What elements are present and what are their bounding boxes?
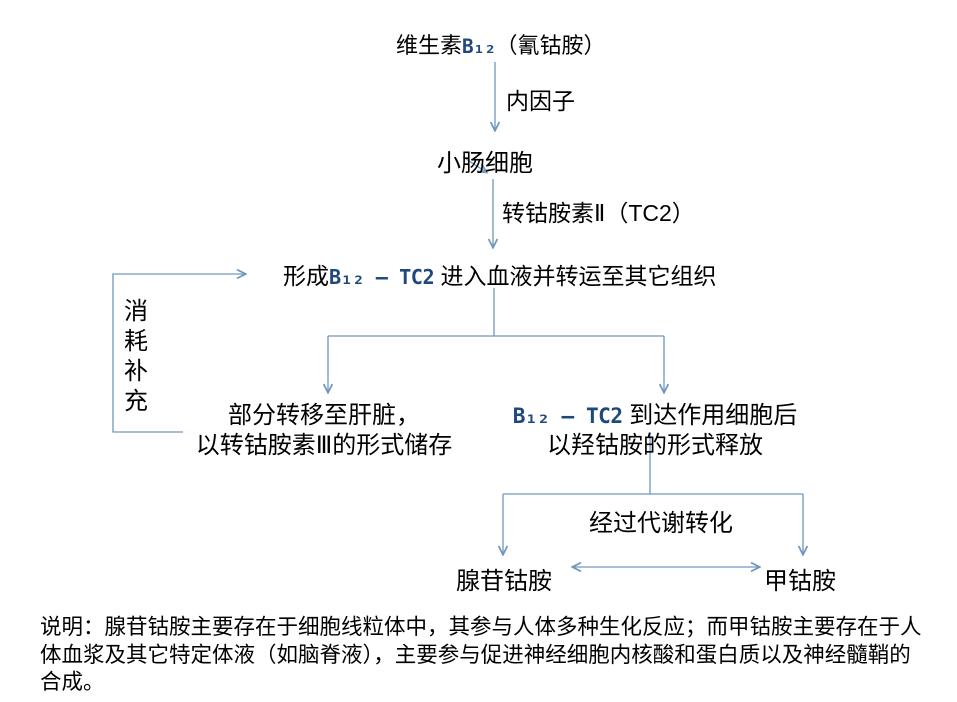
liver-line2: 以转钴胺素Ⅲ的形式储存 xyxy=(195,432,453,459)
note-line-1: 说明：腺苷钴胺主要存在于细胞线粒体中，其参与人体多种生化反应；而甲钴胺主要存在于… xyxy=(40,615,922,639)
edge-label-metabolic-conversion: 经过代谢转化 xyxy=(589,510,733,537)
b12-token: B₁₂ xyxy=(462,35,496,58)
b12-tc2-token: B₁₂ – TC2 xyxy=(329,265,435,289)
node-methylcobalamin: 甲钴胺 xyxy=(764,568,836,595)
title-suffix: （氰钴胺） xyxy=(495,33,606,58)
title-text: 维生素 xyxy=(396,33,463,58)
b12-tc2-token-2: B₁₂ – TC2 xyxy=(512,403,623,428)
liver-line1: 部分转移至肝脏， xyxy=(228,402,420,429)
node-blood-transport: 形成B₁₂ – TC2 进入血液并转运至其它组织 xyxy=(283,257,717,291)
arrow-feedback-loop xyxy=(112,274,245,433)
note-line-3: 合成。 xyxy=(40,670,105,694)
edge-label-consume-replenish: 消耗补充 xyxy=(124,298,150,415)
note-line-2: 体血浆及其它特定体液（如脑脊液），主要参与促进神经细胞内核酸和蛋白质以及神经髓鞘… xyxy=(40,642,911,667)
explanation-note: 说明：腺苷钴胺主要存在于细胞线粒体中，其参与人体多种生化反应；而甲钴胺主要存在于… xyxy=(40,614,922,697)
edge-label-transcobalamin-2: 转钴胺素Ⅱ（TC2） xyxy=(502,200,695,226)
blood-suffix: 进入血液并转运至其它组织 xyxy=(434,263,717,289)
target-cell-line1-text: 到达作用细胞后 xyxy=(622,402,798,429)
target-cell-line2: 以羟钴胺的形式释放 xyxy=(547,432,763,459)
node-intestine-cell: 小肠细胞 xyxy=(437,150,533,177)
edge-label-intrinsic-factor: 内因子 xyxy=(506,88,575,114)
node-vitamin-b12-title: 维生素B₁₂（氰钴胺） xyxy=(396,28,606,60)
node-target-cell: B₁₂ – TC2 到达作用细胞后 以羟钴胺的形式释放 xyxy=(505,401,805,461)
target-cell-line1: B₁₂ – TC2 到达作用细胞后 xyxy=(505,401,805,431)
arrow-intestine-stub xyxy=(462,156,486,172)
blood-prefix: 形成 xyxy=(283,263,329,289)
node-liver-storage: 部分转移至肝脏， 以转钴胺素Ⅲ的形式储存 xyxy=(188,401,460,461)
node-adenosylcobalamin: 腺苷钴胺 xyxy=(456,568,552,595)
